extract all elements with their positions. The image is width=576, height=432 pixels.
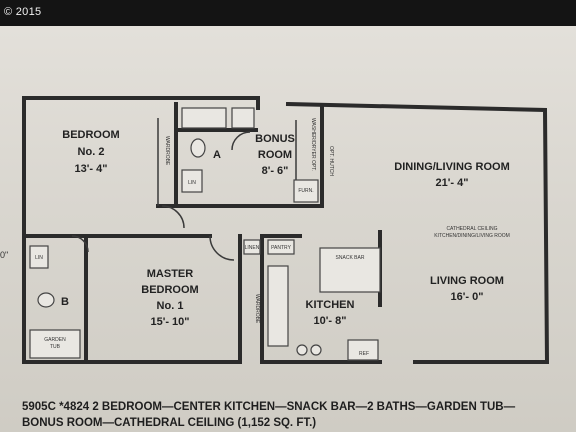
door-swing-3 bbox=[231, 131, 251, 151]
outer-wall-left-bottom bbox=[22, 96, 242, 364]
wardrobe-label-top: WARDROBE bbox=[164, 136, 170, 166]
furnace-box bbox=[293, 179, 319, 203]
garden-tub-line2: TUB bbox=[50, 344, 61, 350]
linen-label: LINEN bbox=[245, 245, 260, 251]
outer-wall-top-left bbox=[22, 96, 260, 110]
master-name-line1: MASTER bbox=[147, 268, 194, 280]
lin-label-b: LIN bbox=[35, 255, 43, 261]
lin-label-a: LIN bbox=[188, 180, 196, 186]
garden-tub-line1: GARDEN bbox=[44, 337, 66, 343]
kitchen-counter bbox=[267, 265, 289, 347]
washer-box bbox=[231, 107, 255, 129]
copyright-text: © 2015 bbox=[4, 6, 42, 18]
sink-1 bbox=[296, 344, 308, 356]
master-name-line3: No. 1 bbox=[157, 300, 184, 312]
pantry-label: PANTRY bbox=[271, 245, 291, 251]
master-size: 15'- 10" bbox=[150, 316, 189, 328]
kitchen-size: 10'- 8" bbox=[314, 315, 347, 327]
floor-plan-sheet: 0" bbox=[0, 26, 576, 432]
door-swing-1 bbox=[161, 205, 185, 229]
plan-caption-line2: BONUS ROOM—CATHEDRAL CEILING (1,152 SQ. … bbox=[22, 417, 317, 429]
door-swing-2 bbox=[209, 235, 235, 261]
bath-b-label: B bbox=[61, 296, 69, 308]
dining-living-name: DINING/LIVING ROOM bbox=[394, 161, 510, 173]
toilet-a bbox=[190, 138, 206, 158]
snack-bar-counter bbox=[319, 247, 381, 293]
cathedral-label-line2: KITCHEN/DINING/LIVING ROOM bbox=[434, 233, 510, 239]
cathedral-label-line1: CATHEDRAL CEILING bbox=[446, 226, 497, 232]
top-dark-band: © 2015 bbox=[0, 0, 576, 26]
bedroom2-size: 13'- 4" bbox=[75, 163, 108, 175]
dining-living-size: 21'- 4" bbox=[436, 177, 469, 189]
opt-hutch-label: OPT. HUTCH bbox=[328, 146, 334, 176]
refrigerator bbox=[347, 339, 379, 361]
edge-dimension-text: 0" bbox=[0, 250, 9, 260]
bathtub-a bbox=[181, 107, 227, 129]
ref-label: REF bbox=[359, 351, 369, 357]
sink-2 bbox=[310, 344, 322, 356]
kitchen-name: KITCHEN bbox=[306, 299, 355, 311]
bonus-size: 8'- 6" bbox=[262, 165, 289, 177]
wardrobe-label-master: WARDROBE bbox=[254, 294, 260, 324]
snack-bar-label: SNACK BAR bbox=[336, 255, 365, 261]
linen-closet bbox=[243, 239, 261, 255]
living-size: 16'- 0" bbox=[451, 291, 484, 303]
bedroom2-name-line1: BEDROOM bbox=[62, 129, 119, 141]
bath-a-label: A bbox=[213, 149, 221, 161]
living-name: LIVING ROOM bbox=[430, 275, 504, 287]
plan-caption-line1: 5905C *4824 2 BEDROOM—CENTER KITCHEN—SNA… bbox=[22, 401, 516, 413]
pantry-closet bbox=[267, 239, 295, 255]
furn-label: FURN. bbox=[298, 188, 313, 194]
floor-plan-drawing: BEDROOM No. 2 13'- 4" BONUS ROOM 8'- 6" … bbox=[22, 96, 550, 364]
bonus-name-line1: BONUS bbox=[255, 133, 295, 145]
garden-tub bbox=[29, 329, 81, 359]
outer-wall-top-right bbox=[285, 101, 550, 364]
bonus-name-line2: ROOM bbox=[258, 149, 292, 161]
lav-b bbox=[29, 245, 49, 269]
master-name-line2: BEDROOM bbox=[141, 284, 198, 296]
door-swing-4 bbox=[71, 235, 89, 253]
toilet-b bbox=[37, 292, 55, 308]
lav-a bbox=[181, 169, 203, 193]
washer-dryer-label: WASHER/DRYER OPT. bbox=[310, 118, 316, 171]
bedroom2-name-line2: No. 2 bbox=[78, 146, 105, 158]
